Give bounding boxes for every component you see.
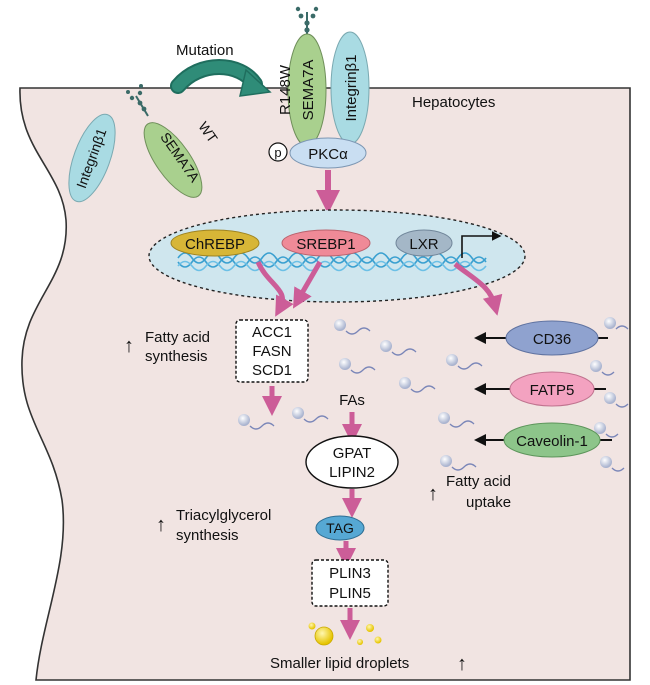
plin5-label: PLIN5	[329, 585, 371, 602]
svg-text:FATP5: FATP5	[530, 382, 575, 399]
fatty-acid-uptake-label-2: uptake	[466, 494, 511, 511]
tg-synthesis-up-arrow: ↑	[156, 514, 166, 536]
fatp5-transporter: FATP5	[474, 371, 606, 407]
tg-synthesis-label-1: Triacylglycerol	[176, 507, 271, 524]
fatty-acid-synthesis-label-1: Fatty acid	[145, 329, 210, 346]
tag-node	[315, 515, 365, 541]
r148w-label: R148W	[277, 64, 294, 115]
uptake-up-arrow: ↑	[428, 483, 438, 505]
svg-text:SREBP1: SREBP1	[296, 236, 355, 253]
nucleus-to-enzymes-arrow	[255, 260, 294, 317]
svg-text:p: p	[274, 145, 281, 160]
lipin2-label: LIPIN2	[329, 464, 375, 481]
lipogenic-enzymes-box	[235, 319, 309, 383]
scd1-label: SCD1	[252, 362, 292, 379]
mutation-label: Mutation	[176, 42, 234, 59]
fas-label: FAs	[339, 392, 365, 409]
integrin-b1-mutant: Integrinβ1	[330, 31, 370, 145]
srebp1-node: SREBP1	[281, 229, 371, 257]
svg-text:Integrinβ1: Integrinβ1	[343, 54, 360, 121]
transcription-start-icon	[461, 231, 502, 258]
phospho-icon: p	[268, 142, 288, 162]
hepatocytes-label: Hepatocytes	[412, 94, 495, 111]
fatty-acid-synthesis-label-2: synthesis	[145, 348, 208, 365]
lxr-node: LXR	[395, 229, 453, 257]
svg-text:Caveolin-1: Caveolin-1	[516, 433, 588, 450]
acc1-label: ACC1	[252, 324, 292, 341]
svg-text:SEMA7A: SEMA7A	[300, 60, 317, 121]
plin3-label: PLIN3	[329, 565, 371, 582]
smaller-lipid-droplets-label: Smaller lipid droplets	[270, 655, 409, 672]
tag-label: TAG	[326, 520, 354, 536]
glycan-icon	[295, 6, 319, 36]
synthesis-up-arrow: ↑	[124, 335, 134, 357]
svg-text:ChREBP: ChREBP	[185, 236, 245, 253]
lipid-droplets-icon	[308, 622, 382, 646]
chrebp-node: ChREBP	[170, 229, 260, 257]
lxr-to-transporters-arrow	[453, 262, 503, 316]
svg-text:CD36: CD36	[533, 331, 571, 348]
droplets-up-arrow: ↑	[457, 653, 467, 675]
svg-text:PKCα: PKCα	[308, 146, 348, 163]
gpat-label: GPAT	[333, 445, 372, 462]
cd36-transporter: CD36	[474, 320, 608, 356]
caveolin1-transporter: Caveolin-1	[474, 422, 612, 458]
tg-synthesis-label-2: synthesis	[176, 527, 239, 544]
svg-text:LXR: LXR	[409, 236, 438, 253]
gpat-lipin2-node	[305, 435, 399, 489]
sema7a-mutant: SEMA7A	[287, 33, 327, 147]
fatty-acid-molecules	[238, 317, 629, 472]
glycan-icon	[126, 84, 149, 117]
plin-box	[311, 559, 389, 607]
fasn-label: FASN	[252, 343, 291, 360]
mutation-arrow-icon	[170, 59, 272, 97]
pkca-node: PKCα	[289, 137, 367, 169]
srebp-to-enzymes-arrow	[292, 260, 323, 309]
fatty-acid-uptake-label-1: Fatty acid	[446, 473, 511, 490]
